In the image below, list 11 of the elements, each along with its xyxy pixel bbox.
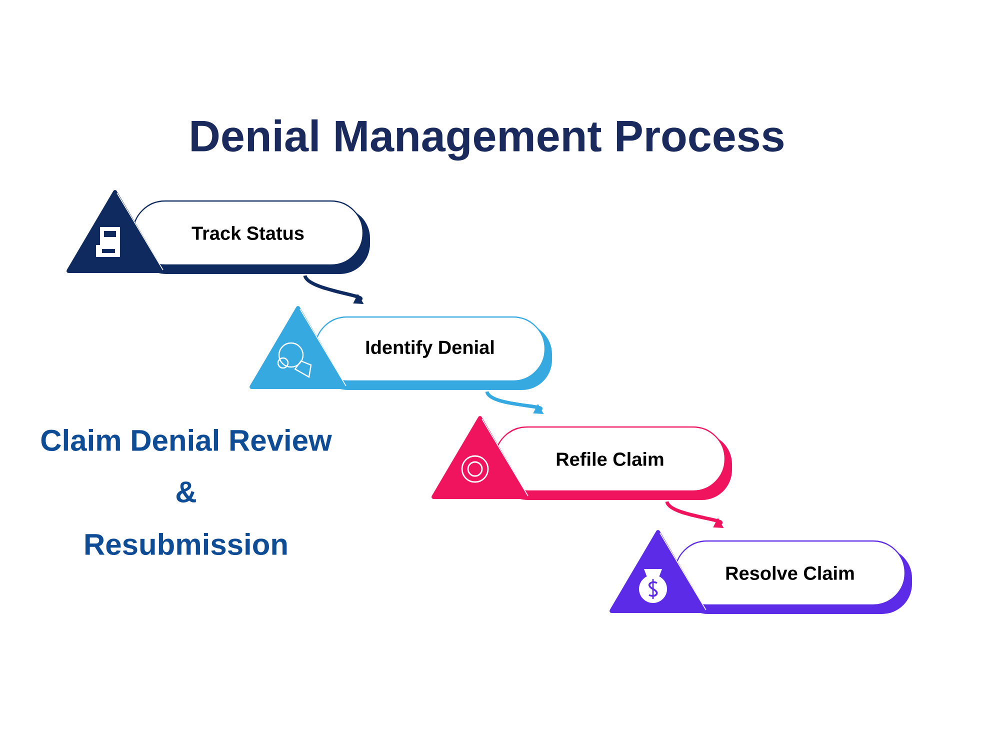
step-banner: Resolve Claim	[610, 530, 912, 614]
curved-arrow	[665, 500, 724, 528]
side-heading: Resubmission	[85, 533, 287, 556]
side-heading: Claim Denial Review	[41, 429, 332, 452]
step-banner: Refile Claim	[432, 416, 732, 500]
curved-arrow	[485, 390, 544, 414]
step-banner: Track Status	[66, 190, 370, 274]
title: Denial Management Process	[192, 119, 784, 161]
step-banner: Identify Denial	[250, 306, 552, 390]
curved-arrow	[303, 274, 364, 304]
side-heading: &	[176, 481, 196, 503]
